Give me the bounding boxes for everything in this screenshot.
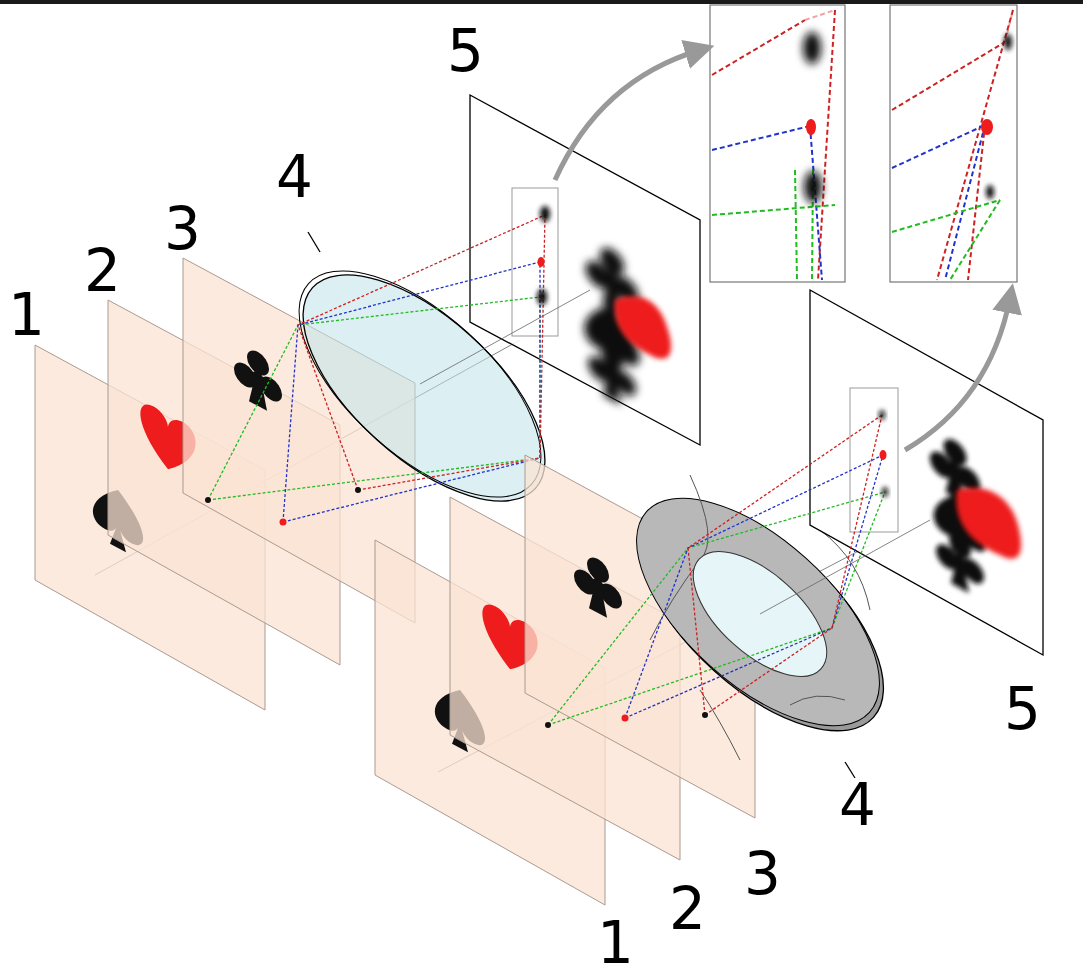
callout-number: 4: [839, 776, 876, 834]
callout-number: 3: [744, 845, 781, 903]
callout-number: 5: [1004, 680, 1041, 738]
callout-number: 4: [276, 148, 313, 206]
callout-number: 2: [669, 880, 706, 938]
callout-number: 1: [8, 286, 45, 344]
callout-number: 5: [447, 22, 484, 80]
callout-number: 2: [84, 242, 121, 300]
callout-number: 1: [597, 914, 634, 972]
callout-number: 3: [164, 200, 201, 258]
